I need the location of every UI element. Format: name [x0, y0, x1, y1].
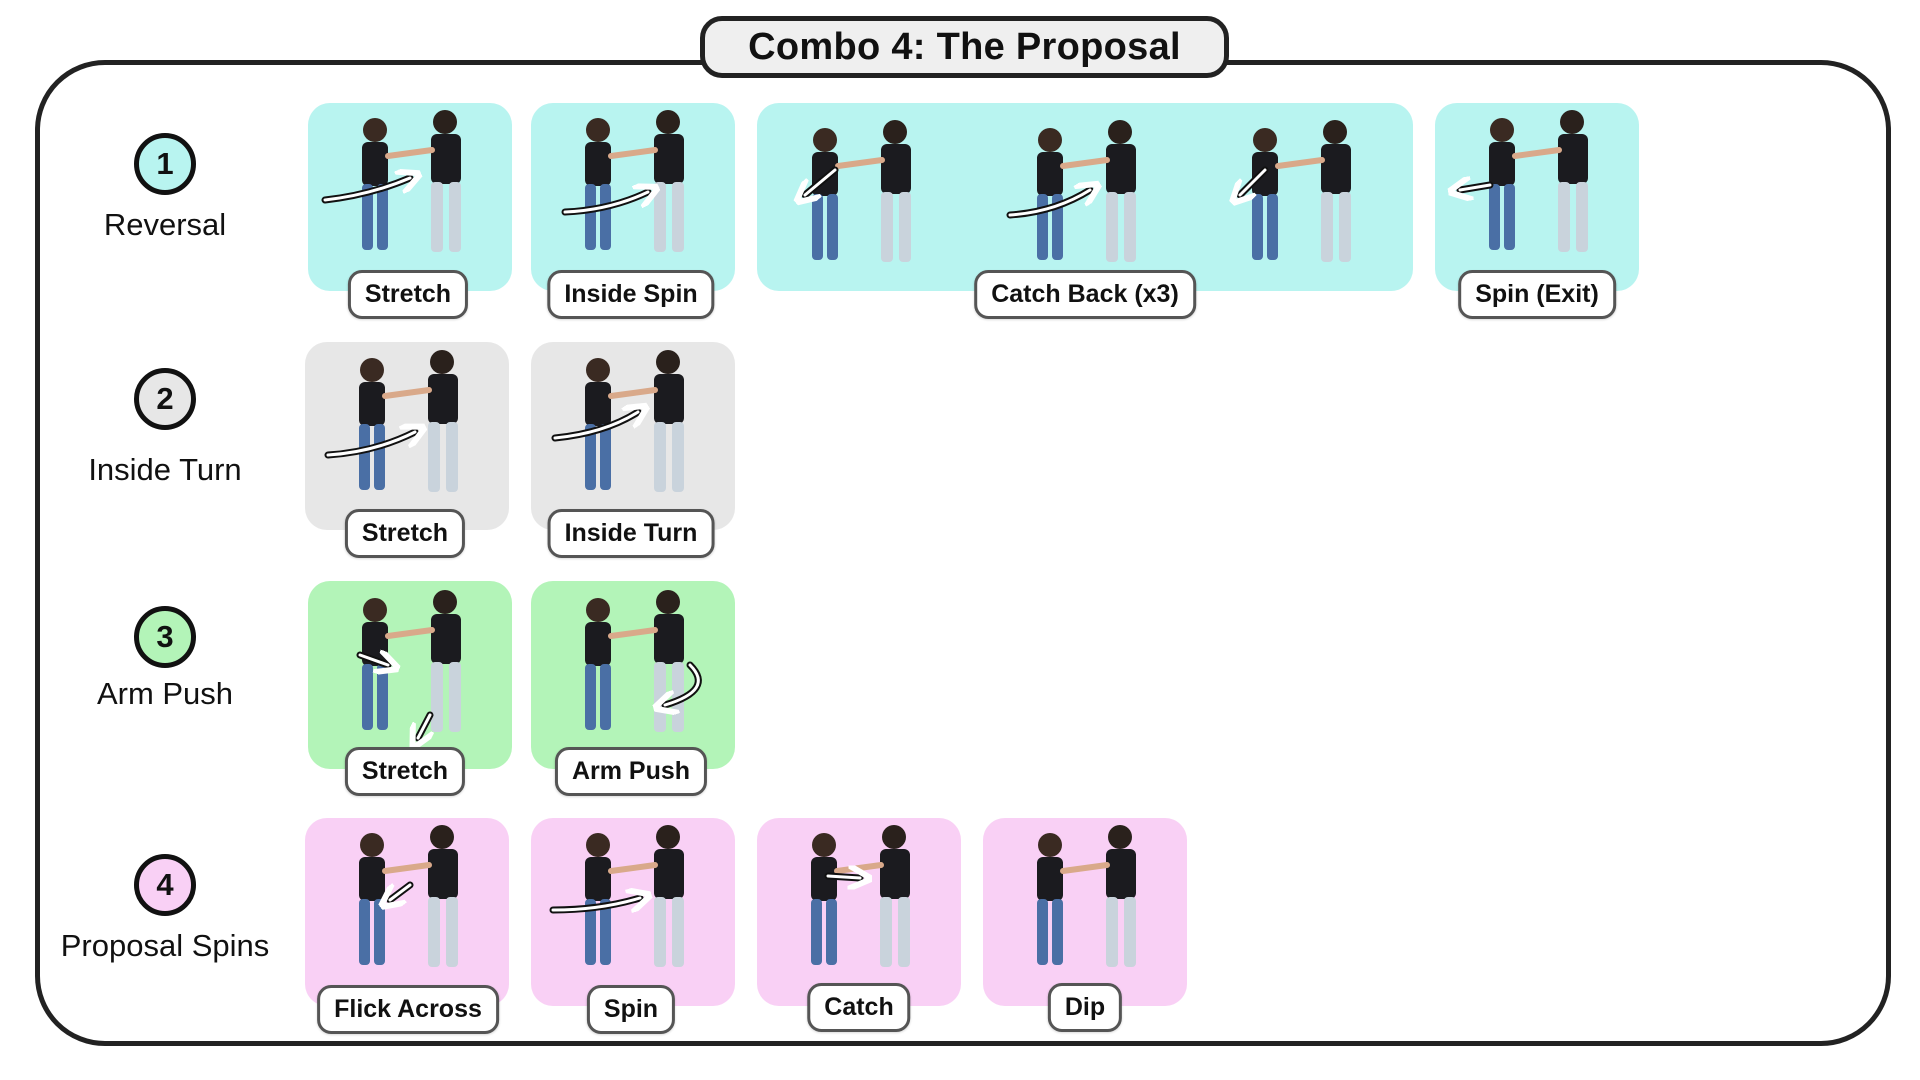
move-card-catch-back	[757, 103, 1413, 291]
move-card-flick-across	[305, 818, 509, 1006]
move-label: Spin	[586, 985, 676, 1034]
move-card-spin	[531, 818, 735, 1006]
move-label: Catch Back (x3)	[974, 270, 1196, 319]
move-label: Stretch	[344, 747, 466, 796]
row-name: Proposal Spins	[60, 928, 270, 963]
row-name: Reversal	[103, 207, 227, 242]
row-1-label: 1 Reversal	[30, 133, 300, 243]
move-label: Inside Turn	[547, 509, 715, 558]
row-number-badge: 2	[134, 368, 196, 430]
move-label: Flick Across	[317, 985, 499, 1034]
row-name: Arm Push	[96, 676, 234, 711]
move-label: Stretch	[344, 509, 466, 558]
move-card-catch	[757, 818, 961, 1006]
row-number-badge: 3	[134, 606, 196, 668]
move-card-inside-turn	[531, 342, 735, 530]
row-number-badge: 1	[134, 133, 196, 195]
move-card-spin-exit	[1435, 103, 1639, 291]
move-card-stretch	[308, 581, 512, 769]
move-card-inside-spin	[531, 103, 735, 291]
move-card-stretch	[305, 342, 509, 530]
row-name: Inside Turn	[88, 452, 242, 487]
move-label: Dip	[1047, 983, 1123, 1032]
move-label: Stretch	[347, 270, 469, 319]
row-4-label: 4 Proposal Spins	[30, 854, 300, 964]
row-3-label: 3 Arm Push	[30, 606, 300, 712]
row-number-badge: 4	[134, 854, 196, 916]
move-card-stretch	[308, 103, 512, 291]
move-label: Arm Push	[554, 747, 708, 796]
move-label: Spin (Exit)	[1458, 270, 1616, 319]
move-card-arm-push	[531, 581, 735, 769]
move-label: Inside Spin	[547, 270, 715, 319]
move-label: Catch	[807, 983, 911, 1032]
row-2-label: 2 Inside Turn	[30, 368, 300, 488]
move-card-dip	[983, 818, 1187, 1006]
combo-title: Combo 4: The Proposal	[700, 16, 1229, 78]
